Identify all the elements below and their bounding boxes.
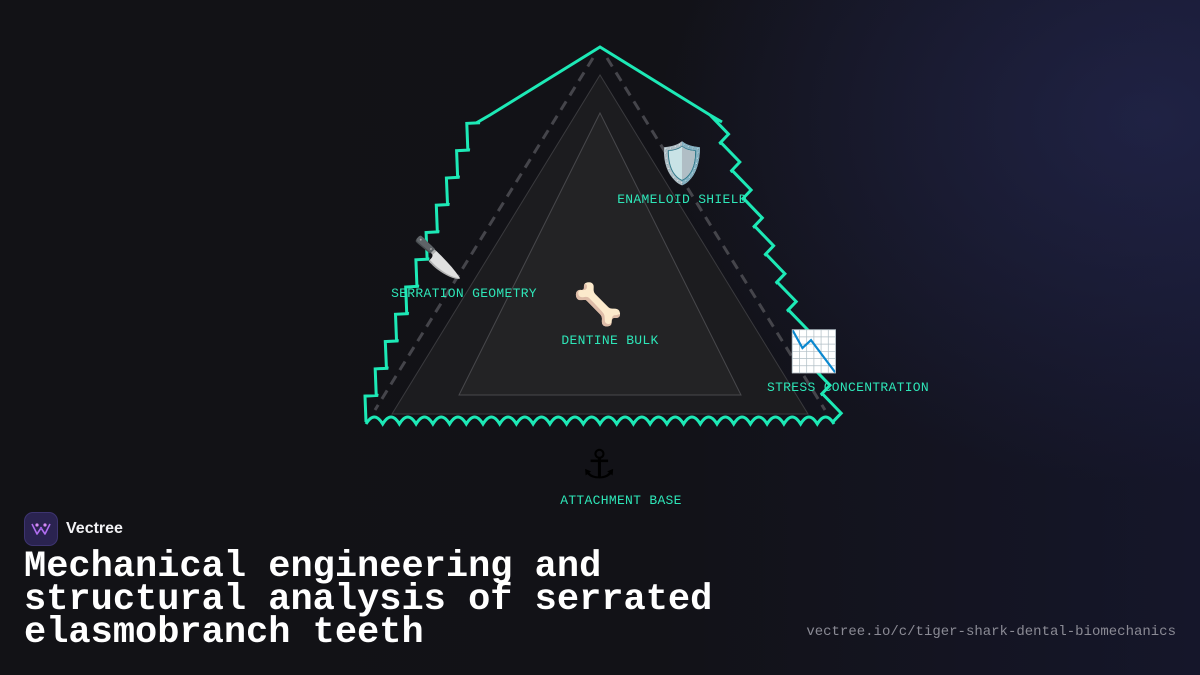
dashed-guide-right [605, 57, 827, 411]
node-attachment-base: ⚓ ATTACHMENT BASE [560, 441, 682, 508]
serration-geometry-label: SERRATION GEOMETRY [391, 286, 537, 301]
shield-icon: 🛡️ [657, 141, 707, 187]
dashed-guide-left [373, 57, 595, 411]
dentine-bulk-label: DENTINE BULK [561, 333, 659, 348]
vectree-logo-icon [24, 512, 58, 546]
brand-name: Vectree [66, 520, 123, 537]
node-serration-geometry: 🔪 SERRATION GEOMETRY [391, 234, 537, 301]
anchor-icon: ⚓ [581, 442, 617, 488]
dentine-core [458, 111, 742, 396]
bone-icon: 🦴 [573, 282, 623, 328]
chart-decreasing-icon: 📉 [789, 329, 839, 375]
attachment-base-label: ATTACHMENT BASE [560, 493, 682, 508]
node-enameloid-shield: 🛡️ ENAMELOID SHIELD [617, 140, 747, 207]
knife-icon: 🔪 [413, 235, 463, 281]
brand[interactable]: Vectree [24, 512, 123, 546]
enameloid-shield-label: ENAMELOID SHIELD [617, 192, 747, 207]
stress-concentration-label: STRESS CONCENTRATION [766, 380, 930, 395]
node-stress-concentration: 📉 STRESS CONCENTRATION [767, 328, 929, 395]
node-dentine-bulk: 🦴 DENTINE BULK [561, 281, 658, 348]
serrated-outline [363, 45, 844, 425]
scalloped-base [364, 415, 836, 427]
page-title: Mechanical engineering and structural an… [24, 546, 713, 654]
source-url[interactable]: vectree.io/c/tiger-shark-dental-biomecha… [806, 624, 1176, 640]
